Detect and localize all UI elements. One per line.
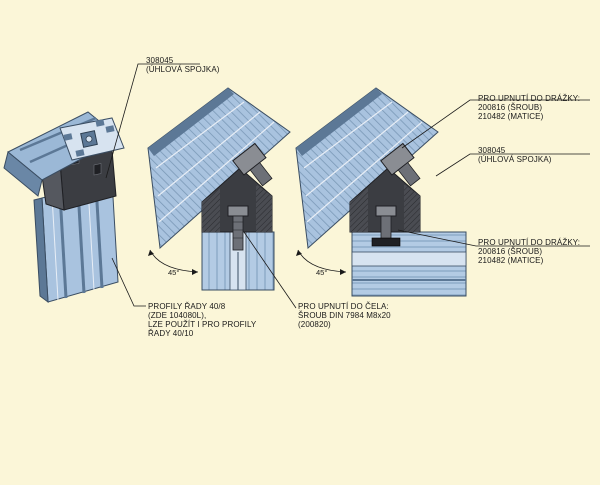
label-front-line2: ŠROUB DIN 7984 M8x20 xyxy=(298,311,391,320)
label-groove-top-line1: PRO UPNUTÍ DO DRÁŽKY: xyxy=(478,94,581,103)
label-profiles-line4: ŘADY 40/10 xyxy=(148,329,194,338)
label-groove-top-line2: 200816 (ŠROUB) xyxy=(478,103,543,112)
label-groove-bottom-line3: 210482 (MATICE) xyxy=(478,256,544,265)
angle-label-right: 45° xyxy=(316,268,328,277)
label-groove-fastening-bottom: PRO UPNUTÍ DO DRÁŽKY: 200816 (ŠROUB) 210… xyxy=(478,238,580,265)
label-groove-bottom-line1: PRO UPNUTÍ DO DRÁŽKY: xyxy=(478,238,581,247)
label-part-number: 308045 xyxy=(146,56,174,65)
label-groove-bottom-line2: 200816 (ŠROUB) xyxy=(478,247,543,256)
label-corner-connector-left: 308045 (ÚHLOVÁ SPOJKA) xyxy=(146,56,220,74)
label-profiles: PROFILY ŘADY 40/8 (ZDE 104080L), LZE POU… xyxy=(148,302,256,338)
label-front-line1: PRO UPNUTÍ DO ČELA: xyxy=(298,302,389,311)
isometric-assembly xyxy=(3,111,125,304)
label-profiles-line2: (ZDE 104080L), xyxy=(148,311,207,320)
label-front-line3: (200820) xyxy=(298,320,331,329)
label-part-name: (ÚHLOVÁ SPOJKA) xyxy=(146,65,220,74)
label-groove-fastening-top: PRO UPNUTÍ DO DRÁŽKY: 200816 (ŠROUB) 210… xyxy=(478,94,580,121)
label-profiles-line1: PROFILY ŘADY 40/8 xyxy=(148,302,226,311)
section-view-groove xyxy=(295,87,467,297)
label-front-fastening: PRO UPNUTÍ DO ČELA: ŠROUB DIN 7984 M8x20… xyxy=(298,302,391,329)
label-groove-top-line3: 210482 (MATICE) xyxy=(478,112,544,121)
label-right-part-number: 308045 xyxy=(478,146,506,155)
leader-lines xyxy=(105,63,590,309)
label-right-part-name: (ÚHLOVÁ SPOJKA) xyxy=(478,155,552,164)
angle-label-left: 45° xyxy=(168,268,180,277)
section-view-front xyxy=(147,87,291,291)
label-profiles-line3: LZE POUŽÍT I PRO PROFILY xyxy=(148,320,257,329)
label-corner-connector-right: 308045 (ÚHLOVÁ SPOJKA) xyxy=(478,146,552,164)
